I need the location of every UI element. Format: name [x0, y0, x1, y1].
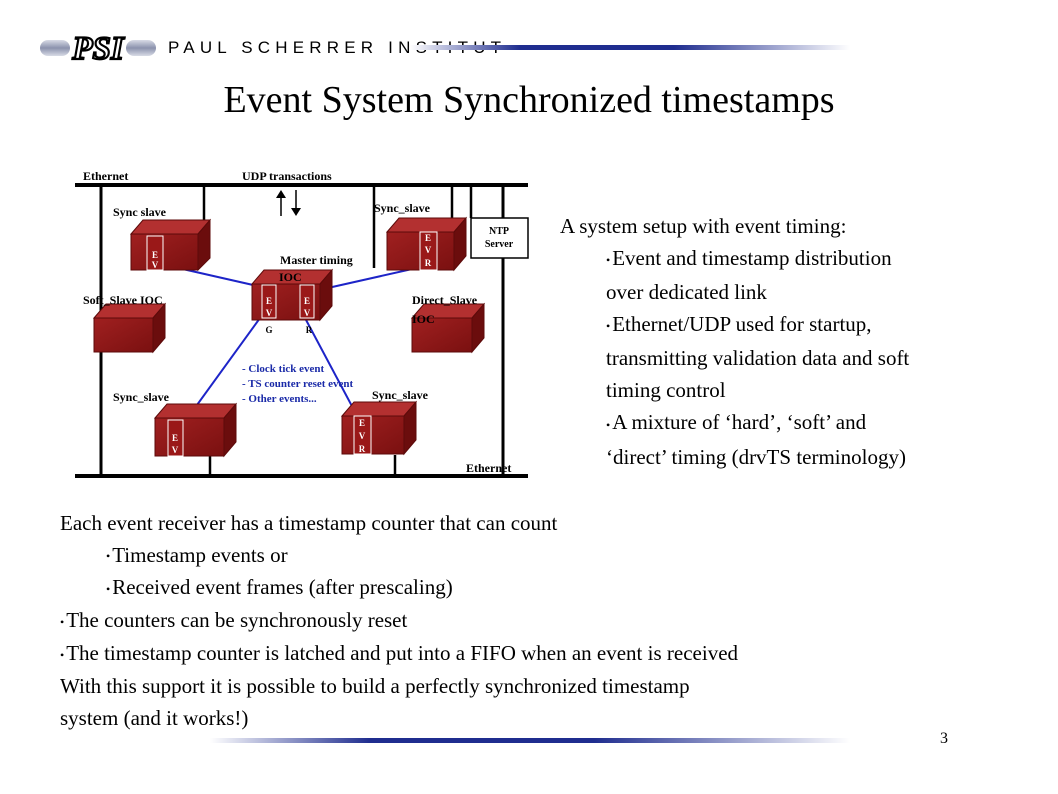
evr-letter-r: R — [306, 325, 313, 335]
slide-title: Event System Synchronized timestamps — [223, 79, 835, 121]
soft-slave-box — [92, 302, 167, 354]
bullet-item: •Ethernet/UDP used for startup, transmit… — [606, 312, 910, 403]
sync-slave-box-bl — [153, 402, 238, 458]
udp-label: UDP transactions — [242, 169, 332, 183]
sync-slave-label: Sync_slave — [113, 390, 170, 404]
sync-slave-box-tr — [385, 216, 468, 272]
evr-letter: E — [152, 250, 158, 260]
text-line: system (and it works!) — [60, 705, 249, 730]
bullet-item: •Timestamp events or — [106, 542, 288, 567]
psi-logo-text: PSI — [71, 31, 125, 65]
page-number: 3 — [940, 730, 948, 747]
evg-letter-g: G — [265, 325, 272, 335]
direct-slave-label: Direct_Slave — [412, 293, 478, 307]
event-label: - TS counter reset event — [242, 378, 354, 390]
bullet-icon: • — [106, 581, 111, 596]
evr-letter: V — [425, 245, 432, 255]
bullet-item: •Event and timestamp distribution over d… — [606, 246, 892, 305]
bullet-item: •The timestamp counter is latched and pu… — [60, 641, 739, 666]
evg-letter: E — [266, 296, 272, 306]
sync-slave-box-br — [340, 400, 418, 456]
bullet-item: •The counters can be synchronously reset — [60, 608, 408, 633]
institute-name: PAUL SCHERRER INSTITUT — [168, 38, 507, 57]
sync-slave-box-tl — [129, 218, 212, 272]
event-label: - Other events... — [242, 393, 317, 405]
bullet-icon: • — [606, 319, 611, 334]
udp-arrows — [276, 190, 301, 216]
intro-text: A system setup with event timing: — [560, 214, 847, 238]
header-decor-bar — [40, 40, 70, 56]
ethernet-label-top: Ethernet — [83, 169, 128, 183]
header-decor-bar — [126, 40, 156, 56]
bottom-text-block: Each event receiver has a timestamp coun… — [60, 508, 960, 734]
evr-letter: V — [172, 445, 179, 455]
bullet-icon: • — [60, 614, 65, 629]
evr-letter: E — [359, 418, 365, 428]
ntp-label: NTP — [489, 226, 509, 237]
header-divider — [410, 45, 850, 50]
evr-letter: E — [172, 433, 178, 443]
sync-slave-label: Sync slave — [113, 205, 167, 219]
bullet-icon: • — [106, 548, 111, 563]
right-text-block: A system setup with event timing: •Event… — [560, 210, 1000, 473]
sync-slave-label: Sync_slave — [372, 388, 429, 402]
ntp-server-box — [470, 217, 529, 259]
bullet-item: •Received event frames (after prescaling… — [106, 575, 453, 600]
evr-letter: V — [304, 308, 311, 318]
soft-slave-label: Soft_Slave IOC — [83, 293, 163, 307]
psi-logo: PSI — [70, 31, 126, 65]
event-label: - Clock tick event — [242, 363, 325, 375]
text-line: With this support it is possible to buil… — [60, 674, 690, 699]
evr-letter: E — [304, 296, 310, 306]
text-line: Each event receiver has a timestamp coun… — [60, 511, 558, 535]
footer-divider — [210, 738, 850, 743]
sync-slave-label: Sync_slave — [374, 201, 431, 215]
bullet-item: •A mixture of ‘hard’, ‘soft’ and ‘direct… — [606, 410, 906, 469]
evr-letter: V — [359, 431, 366, 441]
evr-letter: R — [425, 258, 432, 268]
master-timing-label: IOC — [279, 270, 302, 284]
ntp-label: Server — [485, 239, 514, 250]
evg-letter: V — [266, 308, 273, 318]
master-timing-label: Master timing — [280, 253, 353, 267]
direct-slave-label: IOC — [412, 312, 435, 326]
direct-slave-box — [410, 302, 486, 354]
bullet-icon: • — [60, 647, 65, 662]
evr-letter: E — [425, 233, 431, 243]
evr-letter: V — [152, 260, 159, 270]
evr-letter: R — [359, 444, 366, 454]
bullet-icon: • — [606, 417, 611, 432]
master-timing-box — [250, 268, 334, 322]
bullet-icon: • — [606, 253, 611, 268]
ethernet-label-bottom: Ethernet — [466, 461, 511, 475]
